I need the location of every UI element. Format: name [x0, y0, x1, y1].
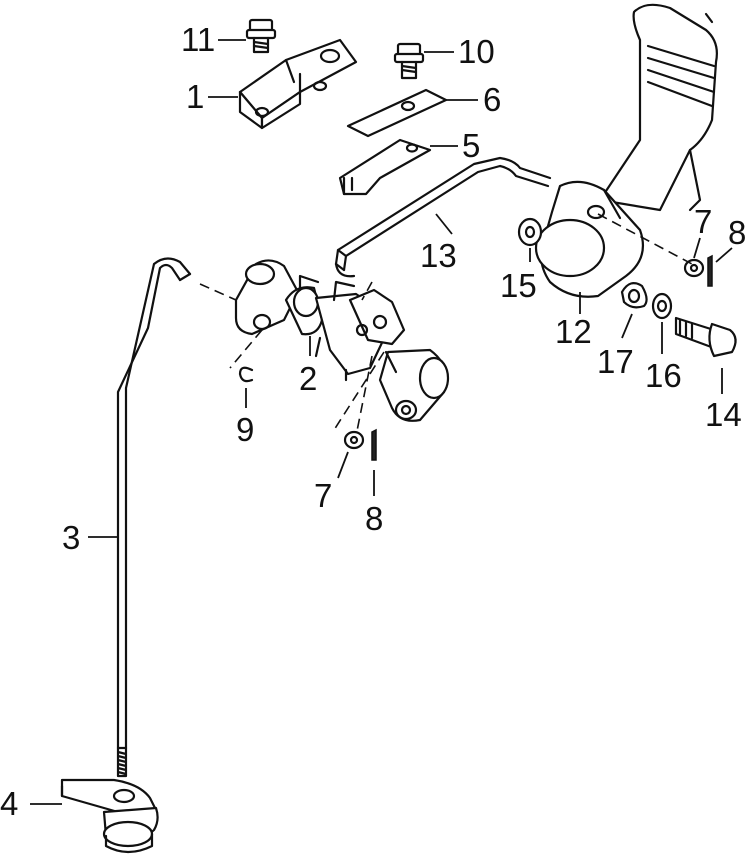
callout-4: 4: [0, 785, 18, 822]
callout-3: 3: [62, 519, 80, 556]
callout-14: 14: [705, 396, 742, 433]
pedal: [598, 3, 718, 212]
callout-10: 10: [458, 33, 495, 70]
callout-8-lower: 8: [365, 500, 383, 537]
part-11-bolt: [245, 18, 277, 54]
callout-8-upper: 8: [728, 214, 746, 251]
part-5-arm: [338, 138, 432, 196]
callout-12: 12: [555, 313, 592, 350]
part-3-rod: [116, 257, 192, 778]
link-dash-3: [199, 283, 237, 301]
callout-17: 17: [597, 343, 634, 380]
part-4-grommet: [60, 778, 159, 854]
callout-15: 15: [500, 267, 537, 304]
part-14-bolt: [674, 316, 737, 358]
leader-8-upper: [715, 247, 733, 263]
part-15-washer: [517, 217, 543, 247]
link-dash-13: [361, 281, 373, 301]
axis-dash-upper: [597, 213, 693, 265]
leader-17: [621, 313, 633, 339]
callout-1: 1: [186, 78, 204, 115]
callout-16: 16: [645, 357, 682, 394]
part-12-pivot: [534, 180, 644, 298]
part-8-pin-upper: [707, 254, 713, 287]
callout-6: 6: [483, 81, 501, 118]
part-1-bracket: [238, 38, 358, 130]
part-17-bushing: [620, 281, 648, 309]
callout-13: 13: [420, 237, 457, 274]
part-7-washer-upper: [683, 258, 705, 278]
part-2-assembly: [234, 259, 450, 422]
callout-2: 2: [299, 360, 317, 397]
part-13-rod: [334, 156, 552, 278]
callout-9: 9: [236, 411, 254, 448]
callout-11: 11: [181, 21, 215, 58]
callout-7-upper: 7: [694, 203, 712, 240]
part-10-bolt: [393, 42, 425, 80]
part-7-washer-lower: [343, 430, 365, 450]
callout-5: 5: [462, 127, 480, 164]
leader-13: [435, 213, 453, 235]
part-9-clip: [238, 366, 254, 383]
leader-7-upper: [693, 237, 701, 259]
callout-7-lower: 7: [314, 477, 332, 514]
axis-dash-lower-2: [355, 355, 373, 437]
part-6-plate: [346, 88, 448, 138]
part-16-washer: [651, 292, 673, 320]
part-8-pin-lower: [371, 428, 377, 461]
link-dash-9: [229, 329, 263, 369]
leader-7-lower: [337, 451, 349, 479]
